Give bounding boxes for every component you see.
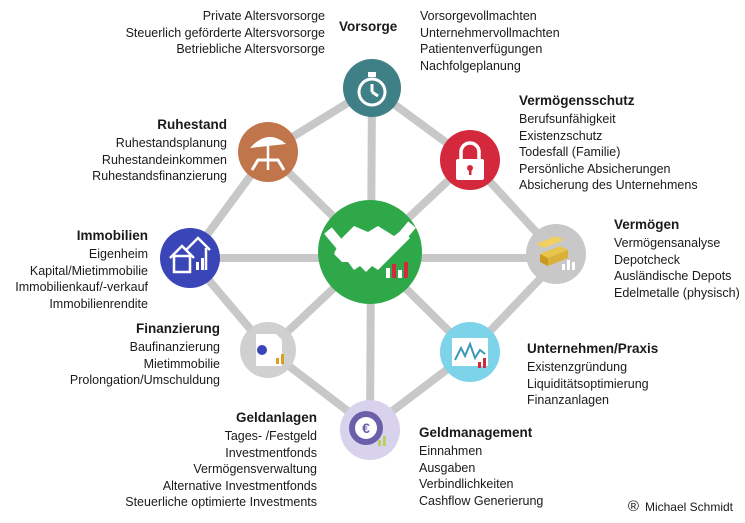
list-item: Steuerlich geförderte Altersvorsorge — [125, 25, 325, 40]
euro-gear-icon: € — [349, 411, 386, 446]
handshake-icon — [324, 221, 416, 278]
vorsorge-right-list: Vorsorgevollmachten Unternehmervollmacht… — [420, 8, 560, 74]
list-item: Ruhestandeinkommen — [101, 152, 227, 167]
list-item: Kapital/Mietimmobilie — [29, 263, 148, 278]
ruhestand-block: Ruhestand Ruhestandsplanung Ruhestandein… — [92, 116, 227, 185]
vermoegen-title: Vermögen — [614, 217, 680, 232]
node-geldmanagement[interactable]: € — [340, 400, 400, 460]
geldmanagement-block: Geldmanagement Einnahmen Ausgaben Verbin… — [419, 424, 543, 509]
padlock-icon — [456, 141, 484, 180]
author-credit: ® Michael Schmidt — [628, 498, 733, 515]
list-item: Nachfolgeplanung — [420, 58, 521, 73]
node-vermoegen[interactable] — [526, 224, 586, 284]
finanzierung-block: Finanzierung Baufinanzierung Mietimmobil… — [70, 320, 220, 389]
list-item: Unternehmervollmachten — [420, 25, 560, 40]
list-item: Ruhestandsplanung — [115, 136, 227, 150]
list-item: Mietimmobilie — [143, 356, 220, 371]
finanzierung-title: Finanzierung — [136, 321, 220, 336]
list-item: Patientenverfügungen — [420, 42, 543, 56]
node-unternehmen[interactable] — [440, 322, 500, 382]
list-item: Persönliche Absicherungen — [519, 161, 671, 176]
beach-chair-icon — [250, 136, 286, 171]
unternehmen-title: Unternehmen/Praxis — [527, 341, 659, 356]
list-item: Ruhestandsfinanzierung — [92, 169, 227, 183]
list-item: Investmentfonds — [225, 445, 317, 460]
list-item: Steuerliche optimierte Investments — [125, 495, 317, 509]
list-item: Existenzgründung — [527, 360, 628, 374]
node-vermoegensschutz[interactable] — [440, 130, 500, 190]
list-item: Alternative Investmentfonds — [162, 478, 317, 493]
node-ruhestand[interactable] — [238, 122, 298, 182]
stopwatch-icon — [357, 72, 387, 107]
list-item: Immobilienrendite — [49, 296, 148, 311]
list-item: Finanzanlagen — [527, 393, 610, 407]
list-item: Existenzschutz — [519, 128, 603, 143]
list-item: Private Altersvorsorge — [202, 9, 325, 23]
list-item: Einnahmen — [419, 444, 483, 458]
geldmanagement-title: Geldmanagement — [419, 425, 533, 440]
document-seal-icon — [256, 334, 284, 366]
list-item: Cashflow Generierung — [419, 493, 544, 508]
list-item: Vorsorgevollmachten — [420, 9, 537, 23]
registered-symbol: ® — [627, 498, 639, 515]
list-item: Depotcheck — [614, 252, 681, 267]
list-item: Eigenheim — [88, 247, 148, 261]
vorsorge-heading: Vorsorge — [339, 18, 397, 37]
list-item: Prolongation/Umschuldung — [69, 373, 220, 387]
node-finanzierung[interactable] — [240, 322, 296, 378]
list-item: Berufsunfähigkeit — [519, 112, 616, 126]
houses-icon — [169, 236, 211, 274]
vorsorge-left-list: Private Altersvorsorge Steuerlich geförd… — [126, 8, 325, 58]
list-item: Edelmetalle (physisch) — [614, 285, 740, 300]
list-item: Todesfall (Familie) — [519, 145, 621, 159]
geldanlagen-title: Geldanlagen — [235, 410, 317, 425]
unternehmen-block: Unternehmen/Praxis Existenzgründung Liqu… — [527, 340, 658, 409]
ruhestand-title: Ruhestand — [157, 117, 227, 132]
list-item: Immobilienkauf/-verkauf — [15, 280, 148, 294]
list-item: Baufinanzierung — [129, 340, 220, 354]
vermoegen-block: Vermögen Vermögensanalyse Depotcheck Aus… — [614, 216, 740, 301]
list-item: Verbindlichkeiten — [419, 477, 514, 491]
list-item: Vermögensanalyse — [614, 236, 721, 250]
gold-bars-icon — [536, 236, 575, 270]
list-item: Vermögensverwaltung — [193, 462, 317, 476]
vorsorge-title: Vorsorge — [339, 19, 398, 34]
node-vorsorge[interactable] — [343, 59, 401, 117]
list-item: Absicherung des Unternehmens — [519, 178, 698, 192]
list-item: Ausgaben — [419, 460, 476, 475]
node-immobilien[interactable] — [160, 228, 220, 288]
list-item: Tages- /Festgeld — [224, 429, 317, 443]
list-item: Ausländische Depots — [614, 269, 732, 283]
vermoegensschutz-title: Vermögensschutz — [519, 93, 635, 108]
author-name: Michael Schmidt — [644, 500, 733, 514]
list-item: Liquiditätsoptimierung — [527, 376, 649, 391]
business-chart-icon — [452, 338, 488, 368]
immobilien-title: Immobilien — [76, 228, 148, 243]
list-item: Betriebliche Altersvorsorge — [176, 42, 325, 56]
vermoegensschutz-block: Vermögensschutz Berufsunfähigkeit Existe… — [519, 92, 698, 194]
geldanlagen-block: Geldanlagen Tages- /Festgeld Investmentf… — [125, 409, 317, 511]
center-node[interactable] — [318, 200, 422, 304]
svg-text:€: € — [362, 420, 370, 436]
immobilien-block: Immobilien Eigenheim Kapital/Mietimmobil… — [15, 227, 148, 312]
